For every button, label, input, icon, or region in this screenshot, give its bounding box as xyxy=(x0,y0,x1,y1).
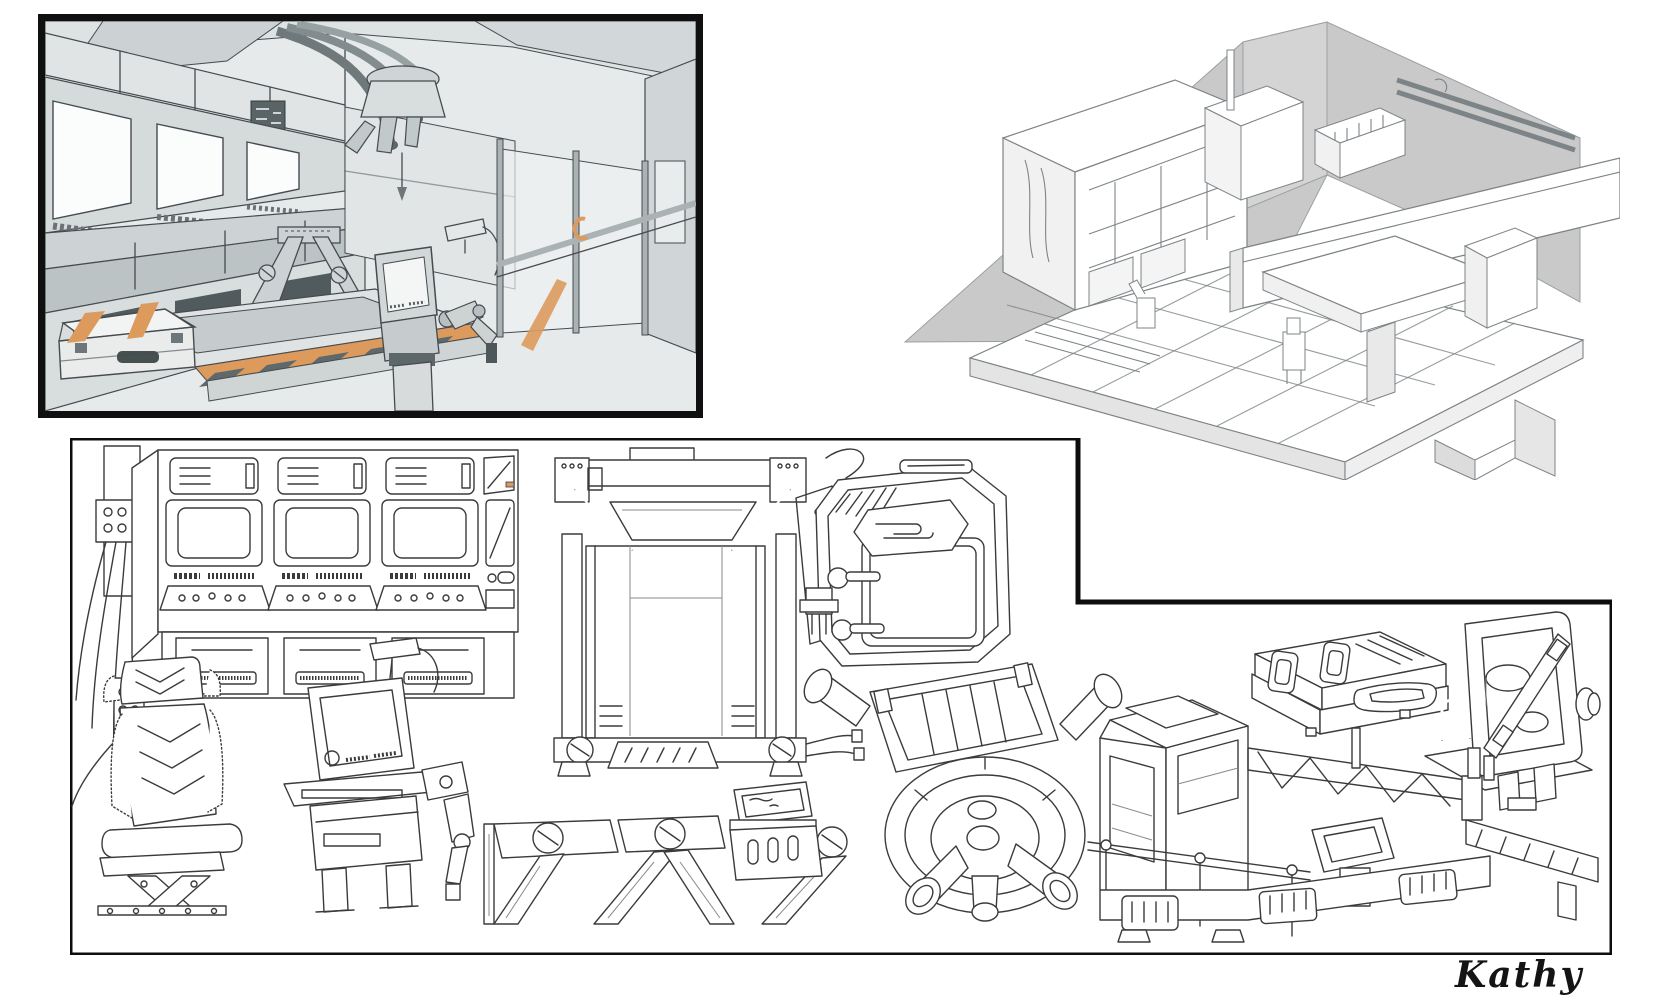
floor-robot xyxy=(1128,279,1156,329)
sketch-fabrication-machine xyxy=(1087,695,1599,943)
sketch-cargo-crate xyxy=(553,447,865,777)
isometric-art xyxy=(903,21,1620,480)
sketch-armored-door xyxy=(799,459,1011,667)
floor-robot xyxy=(1282,317,1306,384)
colored-scene-art xyxy=(45,21,696,411)
panel-colored-scene xyxy=(38,14,703,418)
support-legs xyxy=(1434,399,1556,480)
radiator-unit xyxy=(1203,49,1576,201)
hazard-railing xyxy=(521,279,567,351)
console-building xyxy=(1001,79,1249,311)
panel-sketch-sheet xyxy=(70,438,1612,955)
ramp xyxy=(1024,323,1161,373)
observation-window xyxy=(52,100,132,220)
observation-window xyxy=(156,123,224,210)
glass-partition xyxy=(496,58,696,354)
sketch-turbine-assembly xyxy=(803,662,1123,922)
panel-isometric-cutaway xyxy=(875,10,1620,480)
striped-equipment-case xyxy=(58,302,198,380)
sketch-terminal-cart xyxy=(283,637,475,913)
sketch-equipment-case xyxy=(1251,631,1449,737)
artist-signature: Kathy xyxy=(1455,954,1584,996)
tile-floor-platform xyxy=(968,249,1585,480)
a-frame-gantry xyxy=(248,226,367,309)
sketch-laptop-control-box xyxy=(729,781,823,881)
sketch-pilot-seat xyxy=(97,656,243,916)
sketch-sheet-art xyxy=(70,438,1612,955)
sketch-control-console xyxy=(131,449,519,699)
observation-window xyxy=(246,141,300,201)
ceiling-manipulator xyxy=(344,65,446,201)
sketch-truss-segment xyxy=(483,781,848,925)
